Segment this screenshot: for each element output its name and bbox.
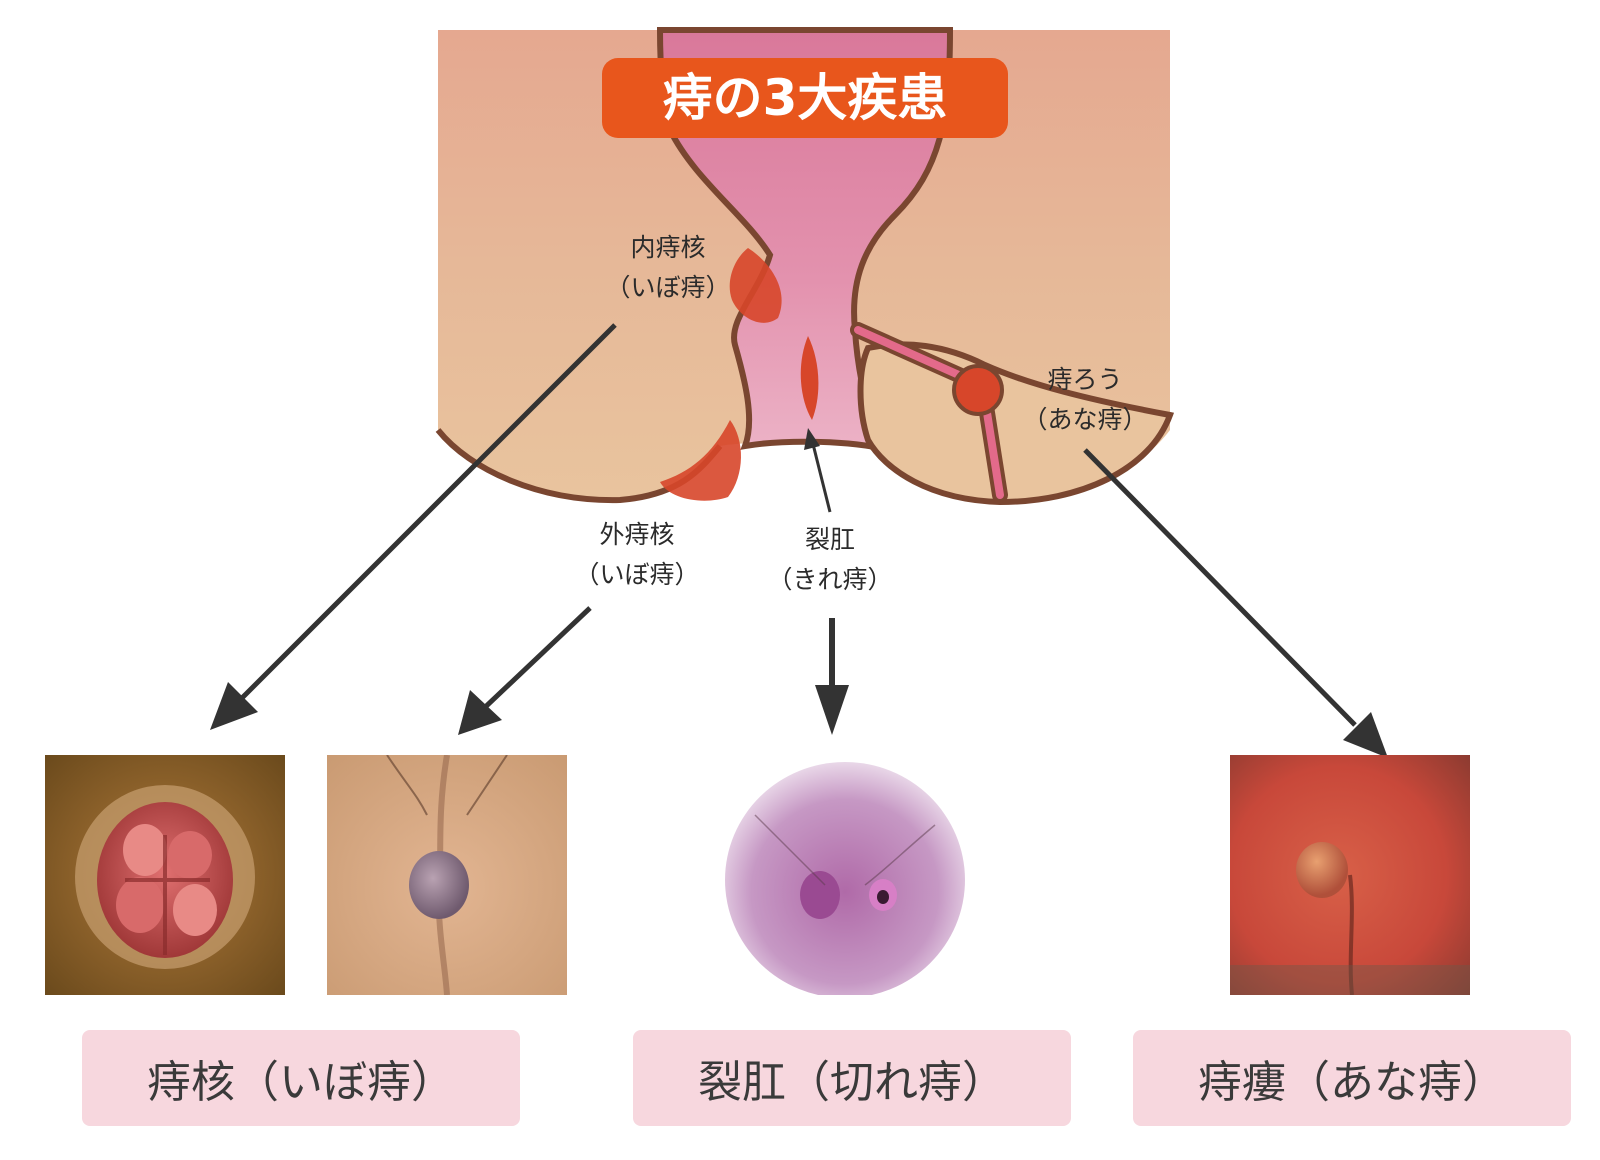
arrowhead-fissure-up bbox=[804, 428, 820, 450]
caption-hemorrhoid-text: 痔核（いぼ痔） bbox=[147, 1057, 455, 1108]
internal-hemorrhoid-lesion bbox=[729, 248, 782, 323]
label-internal-line2: （いぼ痔） bbox=[605, 273, 730, 302]
fissure-lesion bbox=[800, 336, 819, 420]
gluteal-cleft bbox=[720, 441, 860, 520]
arrow-external bbox=[478, 606, 592, 714]
arrow-fistula bbox=[1083, 448, 1357, 727]
arrowhead-external bbox=[458, 690, 502, 735]
arrow-fissure-up bbox=[810, 439, 832, 513]
arrowhead-fissure-down bbox=[815, 685, 849, 735]
label-fissure-line2: （きれ痔） bbox=[767, 565, 892, 594]
caption-fistula: 痔瘻（あな痔） bbox=[1133, 1030, 1571, 1126]
caption-fistula-text: 痔瘻（あな痔） bbox=[1198, 1057, 1506, 1108]
title-text: 痔の3大疾患 bbox=[663, 69, 948, 127]
photo-internal-hemorrhoid bbox=[45, 755, 285, 995]
label-fistula-line1: 痔ろう bbox=[1047, 365, 1122, 394]
arrowhead-fistula bbox=[1343, 712, 1388, 758]
label-external-line1: 外痔核 bbox=[599, 520, 674, 549]
label-internal-line1: 内痔核 bbox=[630, 233, 705, 262]
external-hemorrhoid-lesion bbox=[660, 420, 742, 501]
label-fistula-line2: （あな痔） bbox=[1022, 405, 1147, 434]
right-buttock-outline bbox=[857, 341, 1175, 506]
title-badge bbox=[602, 58, 1008, 138]
photo-anal-fissure bbox=[725, 755, 965, 995]
arrowhead-internal bbox=[210, 682, 258, 730]
photo-external-hemorrhoid bbox=[327, 755, 567, 995]
caption-hemorrhoid: 痔核（いぼ痔） bbox=[82, 1030, 520, 1126]
arrow-internal bbox=[238, 323, 617, 702]
caption-fissure: 裂肛（切れ痔） bbox=[633, 1030, 1071, 1126]
fistula-abscess bbox=[952, 364, 1004, 416]
caption-fissure-text: 裂肛（切れ痔） bbox=[698, 1057, 1006, 1108]
photo-anal-fistula bbox=[1230, 755, 1470, 995]
label-external-line2: （いぼ痔） bbox=[574, 560, 699, 589]
label-fissure-line1: 裂肛 bbox=[805, 525, 855, 554]
